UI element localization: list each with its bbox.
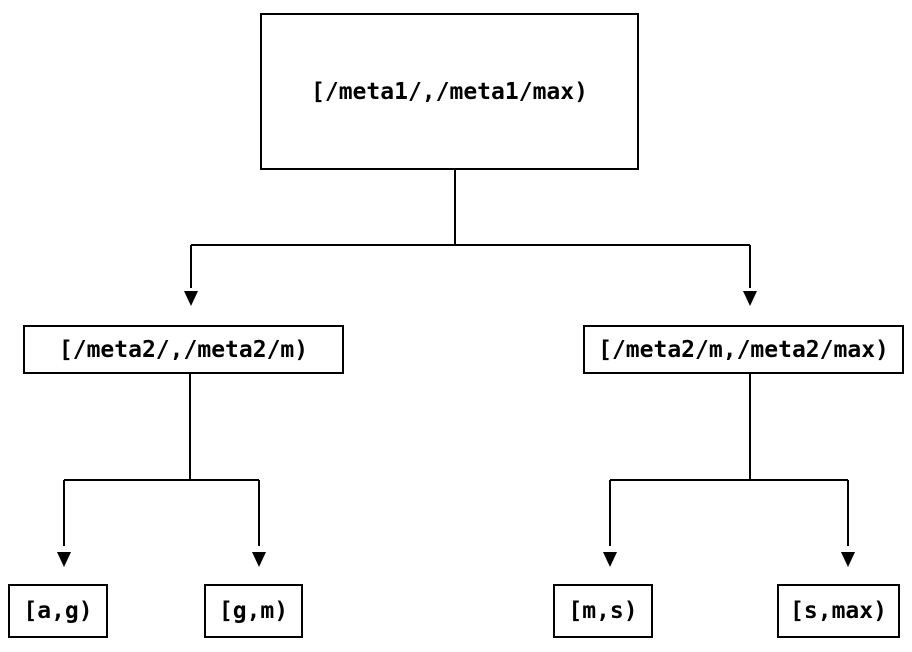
arrowhead-down-icon — [743, 291, 757, 306]
arrowhead-down-icon — [252, 552, 266, 567]
arrowhead-down-icon — [57, 552, 71, 567]
arrowhead-down-icon — [184, 291, 198, 306]
edge-right-to-children — [603, 374, 855, 567]
tree-leaf-a-g: [a,g) — [8, 584, 108, 638]
edge-root-to-children — [184, 170, 757, 306]
edge-left-to-children — [57, 374, 266, 567]
tree-node-root: [/meta1/,/meta1/max) — [260, 13, 639, 170]
tree-leaf-s-max: [s,max) — [777, 584, 900, 638]
tree-leaf-m-s: [m,s) — [553, 584, 653, 638]
tree-node-left: [/meta2/,/meta2/m) — [23, 325, 344, 374]
arrowhead-down-icon — [603, 552, 617, 567]
tree-leaf-g-m: [g,m) — [204, 584, 303, 638]
arrowhead-down-icon — [841, 552, 855, 567]
tree-node-right: [/meta2/m,/meta2/max) — [583, 325, 904, 374]
